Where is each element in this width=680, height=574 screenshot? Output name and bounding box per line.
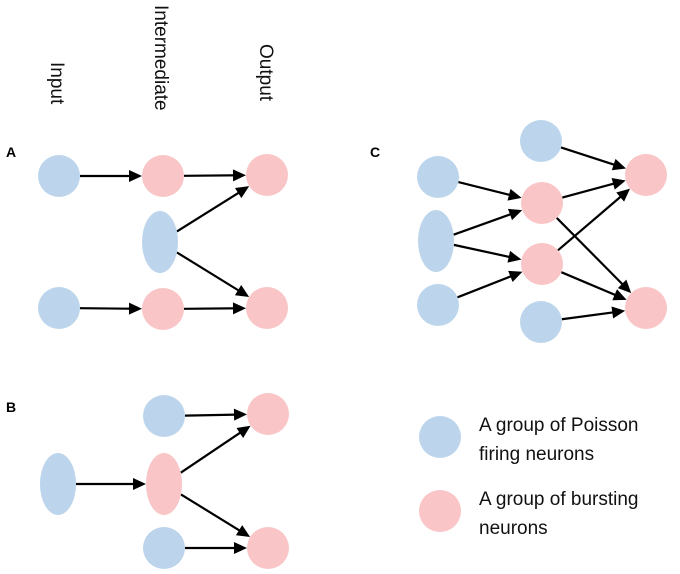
connection-a-mid2-to-a-out2 bbox=[183, 307, 243, 310]
legend-poisson-line2: firing neurons bbox=[479, 444, 594, 465]
bursting-group-a-out2 bbox=[246, 287, 288, 329]
poisson-group-b-bot bbox=[143, 527, 185, 569]
column-label-input: Input bbox=[46, 62, 67, 105]
arrowhead-a-mod-to-a-out1 bbox=[234, 186, 250, 199]
connection-a-mod-to-a-out1 bbox=[176, 187, 247, 233]
poisson-group-a-mod bbox=[142, 211, 178, 273]
connection-c-bot-to-c-out2 bbox=[561, 310, 622, 321]
bursting-group-a-mid2 bbox=[142, 288, 184, 330]
poisson-group-c-top bbox=[520, 120, 562, 162]
poisson-group-a-in2 bbox=[38, 287, 80, 329]
arrowhead-b-mid-to-b-out1 bbox=[236, 425, 251, 438]
connection-b-top-to-b-out1 bbox=[184, 413, 244, 417]
poisson-group-b-top bbox=[143, 395, 185, 437]
arrowhead-c-mod-to-c-mid2 bbox=[507, 250, 522, 263]
arrowhead-c-in1-to-c-mid1 bbox=[507, 188, 522, 201]
arrowhead-a-mid2-to-a-out2 bbox=[232, 302, 247, 315]
arrowhead-b-top-to-b-out1 bbox=[233, 408, 248, 421]
panel-label-c: C bbox=[370, 144, 380, 160]
poisson-group-b-in bbox=[40, 453, 76, 515]
connections bbox=[76, 146, 632, 554]
arrowhead-c-mid2-to-c-out2 bbox=[612, 289, 627, 301]
arrowhead-c-top-to-c-out1 bbox=[611, 158, 627, 171]
connection-c-mid1-to-c-out2 bbox=[555, 217, 630, 292]
bursting-group-c-out1 bbox=[625, 154, 667, 196]
bursting-group-b-mid bbox=[146, 453, 182, 515]
legend-poisson-swatch bbox=[419, 416, 461, 458]
bursting-group-b-out2 bbox=[247, 527, 289, 569]
connection-c-mid2-to-c-out1 bbox=[557, 190, 628, 252]
connection-a-mod-to-a-out2 bbox=[176, 251, 247, 296]
bursting-group-c-mid2 bbox=[521, 243, 563, 285]
arrowhead-c-in2-to-c-mid2 bbox=[508, 270, 523, 283]
panel-label-b: B bbox=[6, 399, 16, 415]
connection-c-mod-to-c-mid1 bbox=[453, 210, 519, 236]
connection-b-mid-to-b-out1 bbox=[180, 427, 248, 474]
poisson-group-c-in1 bbox=[417, 156, 459, 198]
arrowhead-a-in1-to-a-mid1 bbox=[129, 170, 142, 182]
panel-label-a: A bbox=[6, 144, 16, 160]
poisson-group-c-in2 bbox=[417, 284, 459, 326]
bursting-group-a-out1 bbox=[246, 154, 288, 196]
connection-c-top-to-c-out1 bbox=[560, 146, 623, 169]
connection-c-mid1-to-c-out1 bbox=[561, 180, 623, 199]
bursting-group-a-mid1 bbox=[142, 155, 184, 197]
arrowhead-a-in2-to-a-mid2 bbox=[128, 302, 143, 315]
column-label-output: Output bbox=[255, 44, 276, 102]
arrowhead-c-mid2-to-c-out1 bbox=[616, 188, 631, 202]
connection-b-mid-to-b-out2 bbox=[180, 493, 248, 536]
arrowhead-c-mid1-to-c-out2 bbox=[617, 279, 632, 294]
arrowhead-b-bot-to-b-out2 bbox=[234, 542, 247, 554]
arrowhead-b-mid-to-b-out2 bbox=[235, 525, 251, 537]
legend-bursting-line1: A group of bursting bbox=[479, 489, 639, 510]
connection-a-in2-to-a-mid2 bbox=[79, 307, 139, 310]
neuron-groups bbox=[38, 120, 667, 569]
legend-bursting-swatch bbox=[419, 490, 461, 532]
arrowhead-c-mod-to-c-mid1 bbox=[507, 208, 523, 221]
connection-c-mod-to-c-mid2 bbox=[453, 243, 518, 260]
arrowhead-a-mod-to-a-out2 bbox=[234, 285, 250, 297]
bursting-group-c-mid1 bbox=[521, 182, 563, 224]
arrowhead-a-mid1-to-a-out1 bbox=[232, 169, 247, 182]
column-label-intermediate: Intermediate bbox=[150, 5, 171, 111]
poisson-group-c-mod bbox=[418, 210, 454, 272]
arrowhead-c-mid1-to-c-out1 bbox=[611, 178, 626, 190]
poisson-group-a-in1 bbox=[38, 155, 80, 197]
arrowhead-b-in-to-b-mid bbox=[133, 478, 146, 490]
arrowhead-c-bot-to-c-out2 bbox=[611, 306, 626, 319]
connection-c-in2-to-c-mid2 bbox=[457, 272, 520, 299]
legend-poisson-line1: A group of Poisson bbox=[479, 415, 639, 436]
connection-c-mid2-to-c-out2 bbox=[560, 271, 624, 300]
legend: A group of Poisson firing neurons A grou… bbox=[419, 415, 639, 539]
connection-c-in1-to-c-mid1 bbox=[458, 181, 519, 199]
bursting-group-c-out2 bbox=[625, 287, 667, 329]
legend-bursting-line2: neurons bbox=[479, 518, 548, 539]
poisson-group-c-bot bbox=[520, 301, 562, 343]
bursting-group-b-out1 bbox=[247, 393, 289, 435]
connection-a-mid1-to-a-out1 bbox=[183, 174, 243, 177]
